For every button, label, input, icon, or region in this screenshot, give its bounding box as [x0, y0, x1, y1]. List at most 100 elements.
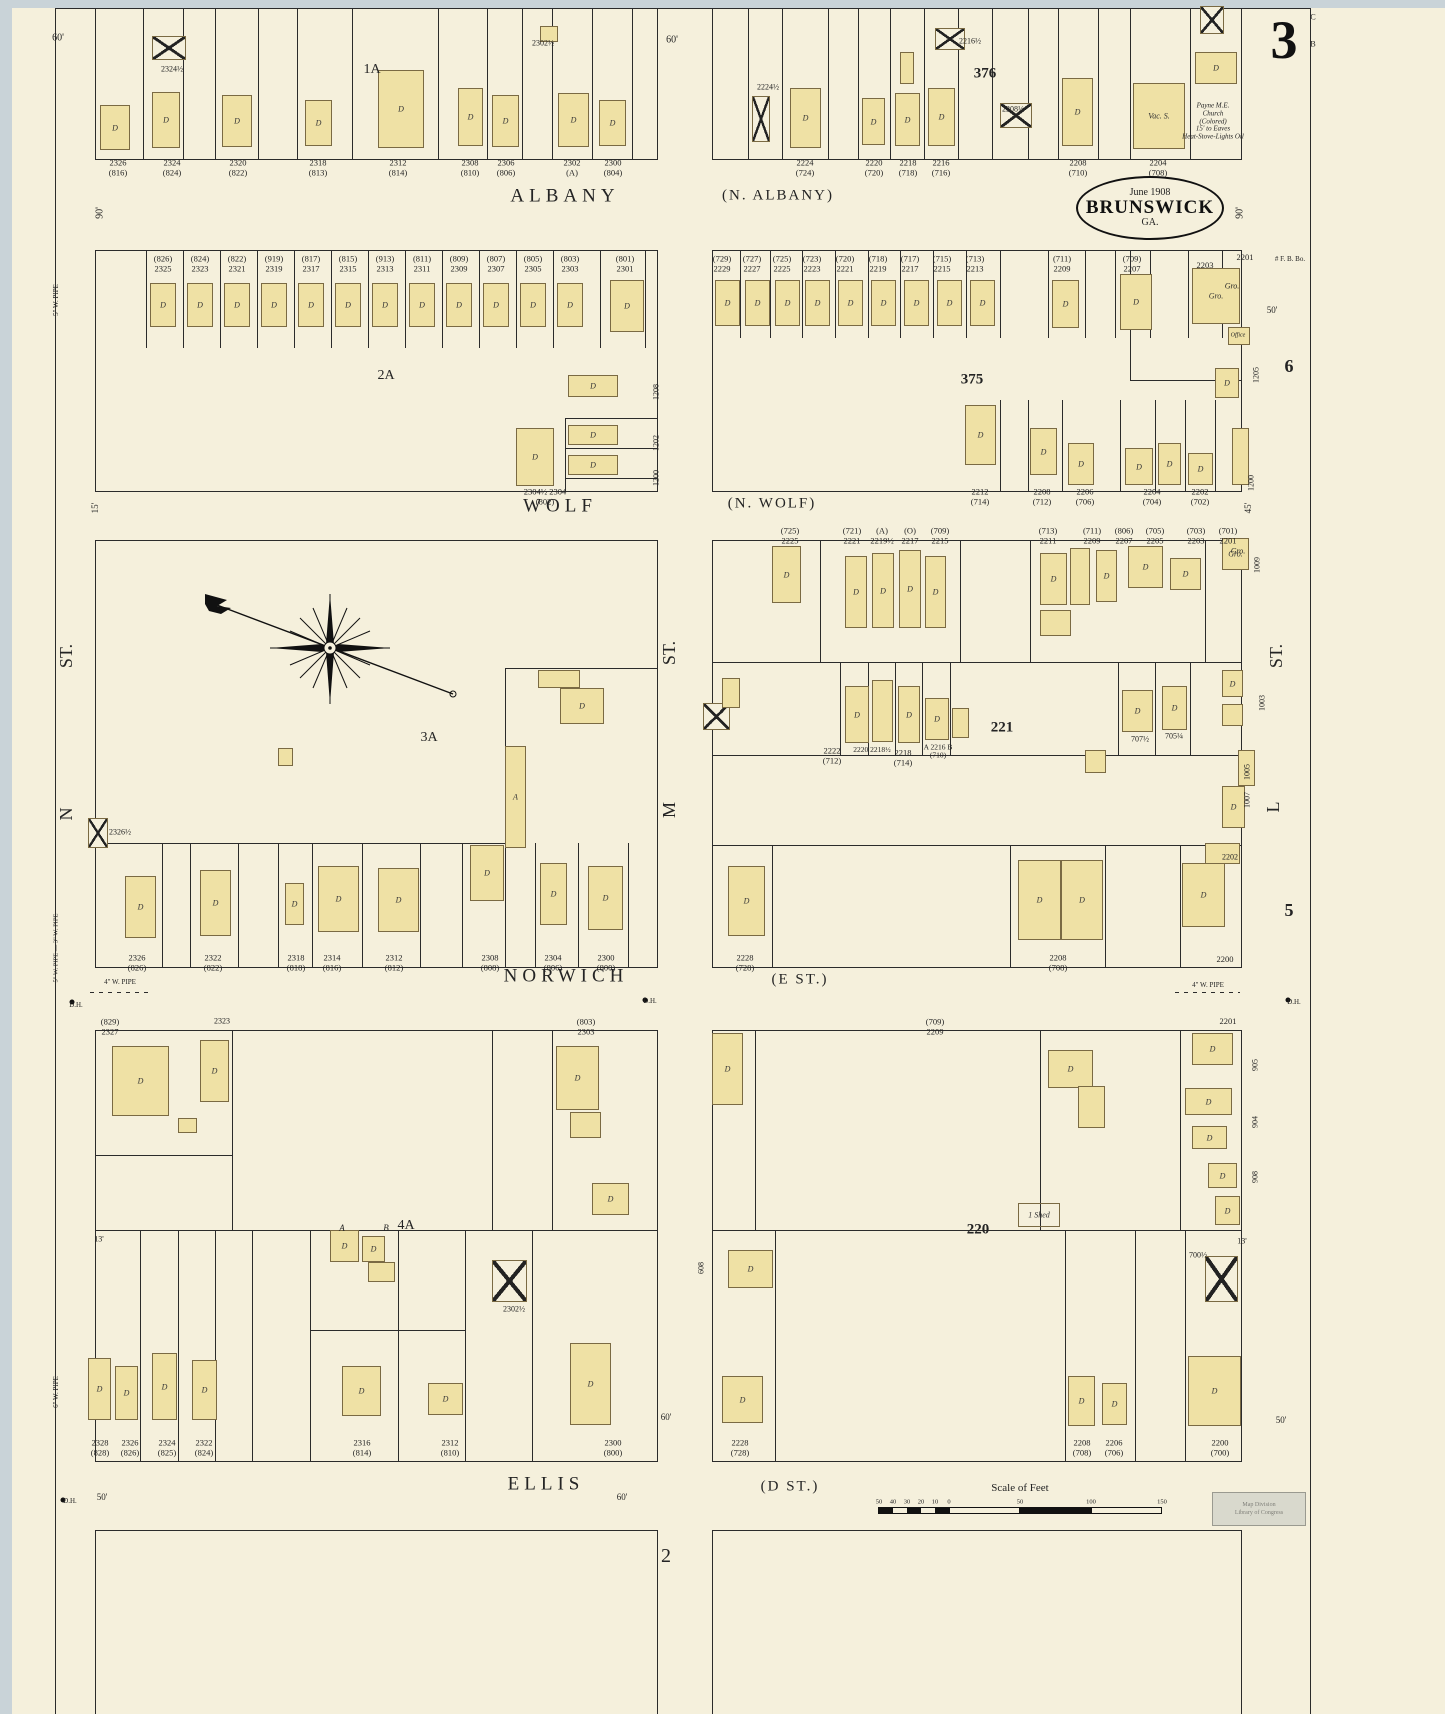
- lot-line: [331, 250, 332, 348]
- address-label: 2324 (825): [157, 1437, 177, 1457]
- address-label: 707½: [1131, 734, 1149, 744]
- building: D: [222, 95, 252, 147]
- building: D: [592, 1183, 629, 1215]
- building-label: D: [201, 1385, 208, 1395]
- block-number: 5: [1284, 899, 1294, 920]
- building: D: [224, 283, 250, 327]
- building: D: [88, 1358, 111, 1420]
- building: D: [1048, 1050, 1093, 1088]
- building: [872, 680, 893, 742]
- lot-line: [140, 1230, 141, 1462]
- building-label: D: [211, 1066, 218, 1076]
- building: Gro.: [1222, 538, 1249, 570]
- block-number: 376: [973, 65, 997, 82]
- lot-line: [1062, 400, 1063, 492]
- building: D: [1192, 1033, 1233, 1065]
- address-label: (713) 2211: [1038, 525, 1058, 545]
- address-label: 2302½: [503, 1304, 525, 1314]
- lot-line: [840, 662, 841, 755]
- lot-line: [492, 1030, 493, 1230]
- block-outline: [712, 1030, 1242, 1462]
- address-label: 2326½: [109, 827, 131, 837]
- address-label: 2201: [1236, 252, 1254, 263]
- building: D: [1102, 1383, 1127, 1425]
- building-label: D: [1111, 1399, 1118, 1409]
- scale-bar: [878, 1507, 1162, 1514]
- address-label: 2228 (728): [730, 1437, 750, 1457]
- lot-line: [992, 8, 993, 160]
- building: D: [492, 95, 519, 147]
- building-label: D: [358, 1386, 365, 1396]
- building: [703, 703, 730, 730]
- building-label: Gro.: [1208, 291, 1224, 301]
- building-label: D: [946, 298, 953, 308]
- building: D: [305, 100, 332, 146]
- building: D: [599, 100, 626, 146]
- building: D: [772, 546, 801, 603]
- address-label: (811) 2311: [412, 253, 432, 273]
- building-label: D: [1200, 890, 1207, 900]
- dimension-label: 60': [660, 1411, 672, 1422]
- building-label: D: [212, 898, 219, 908]
- lot-line: [505, 668, 658, 669]
- building-label: Vac. S.: [1148, 111, 1170, 121]
- lot-line: [310, 1230, 311, 1462]
- scale-tick: 20: [917, 1498, 925, 1506]
- scan-backing-top: [0, 0, 1445, 8]
- building: [540, 26, 558, 42]
- lot-line: [1030, 540, 1031, 662]
- lot-line: [442, 250, 443, 348]
- building-label: D: [913, 298, 920, 308]
- address-label: (720) 2221: [835, 253, 855, 273]
- lot-line: [1180, 1030, 1181, 1230]
- lot-line: [578, 843, 579, 968]
- building: D: [540, 863, 567, 925]
- building: D: [1182, 863, 1225, 927]
- building: [1228, 327, 1250, 345]
- building: D: [1192, 1126, 1227, 1149]
- street-name: ALBANY: [510, 185, 620, 207]
- building: D: [483, 283, 509, 327]
- building-label: D: [932, 587, 939, 597]
- building: D: [330, 1230, 359, 1262]
- lot-line: [368, 250, 369, 348]
- building: D: [1222, 670, 1243, 697]
- address-label: 2312 (812): [384, 952, 404, 972]
- address-label: 2326 (826): [120, 1437, 140, 1457]
- building-label: D: [1230, 802, 1237, 812]
- lot-line: [178, 1230, 179, 1462]
- building: [1238, 750, 1255, 786]
- building: D: [556, 1046, 599, 1110]
- building-label: D: [747, 1264, 754, 1274]
- note-label: # F. B. Bo.: [1274, 255, 1306, 264]
- building-label: D: [1079, 895, 1085, 905]
- dimension-label: 13': [1237, 1236, 1247, 1246]
- building: D: [409, 283, 435, 327]
- building: 1 Shed: [1018, 1203, 1060, 1227]
- lot-line: [1175, 992, 1240, 993]
- address-label: (A) 2219½: [870, 525, 894, 545]
- building-label: D: [163, 115, 169, 125]
- address-label: (913) 2313: [375, 253, 395, 273]
- lot-line: [1130, 8, 1131, 160]
- address-label: 2312 (814): [388, 157, 408, 177]
- street-name: WOLF: [523, 495, 597, 517]
- lot-line: [232, 1030, 233, 1230]
- note-label: B: [1310, 39, 1316, 49]
- building: D: [1170, 558, 1201, 590]
- building-label: D: [442, 1394, 449, 1404]
- building: D: [715, 280, 740, 326]
- building-label: D: [938, 112, 945, 122]
- address-label: 2216½: [959, 36, 981, 46]
- church-label: Payne M.E. Church (Colored) 15' to Eaves…: [1182, 101, 1244, 141]
- building: D: [1188, 453, 1213, 485]
- building: [88, 818, 108, 848]
- lot-line: [215, 8, 216, 160]
- building: D: [152, 92, 180, 148]
- building: D: [722, 1376, 763, 1423]
- building-label: D: [1134, 706, 1141, 716]
- address-label: 2308 (808): [480, 952, 500, 972]
- lot-line: [775, 1230, 776, 1462]
- building: D: [790, 88, 821, 148]
- building-label: D: [814, 298, 821, 308]
